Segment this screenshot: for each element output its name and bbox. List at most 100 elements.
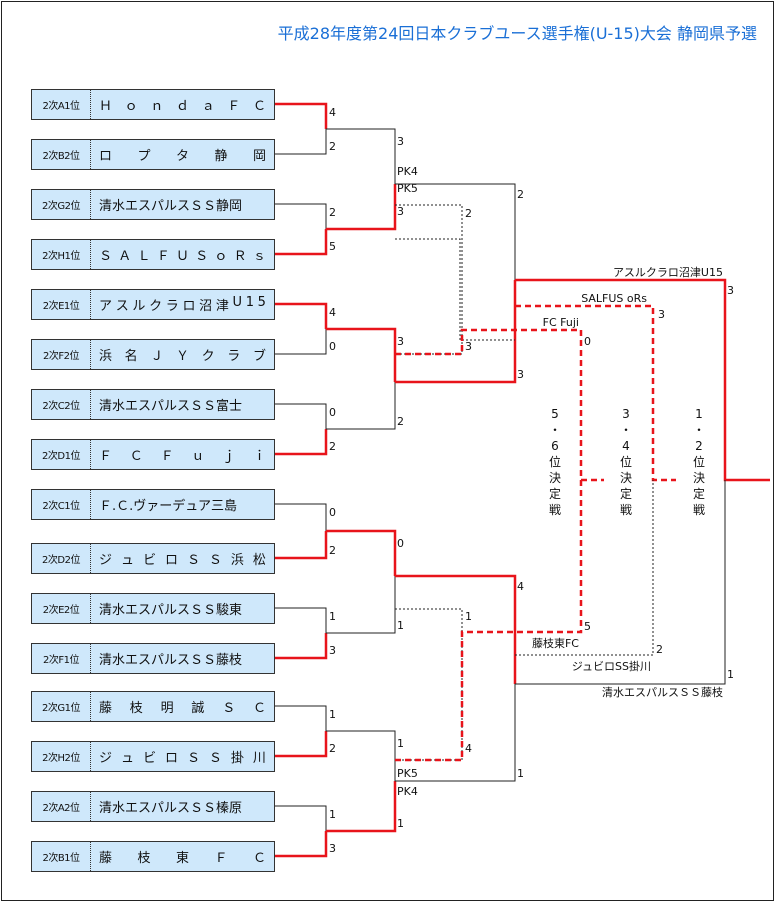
team-name: 清水エスパルスＳＳ富士 [99, 399, 243, 414]
team-seed: 2次G1位 [32, 692, 91, 721]
fifth-team: 藤枝東FC [532, 636, 579, 650]
fifth-line [395, 204, 463, 355]
r1-score: 2 [329, 742, 336, 755]
r3-score: 1 [517, 767, 524, 780]
team-name: Ｆ.Ｃ.ヴァーデュア三島 [99, 499, 238, 514]
r1-score: 2 [329, 140, 336, 153]
r2-line [326, 781, 397, 833]
r1-score: 2 [329, 544, 336, 557]
qf-loser-score: 3 [465, 340, 472, 353]
r1-score: 5 [329, 240, 336, 253]
r1-score: 1 [329, 708, 336, 721]
team-seed: 2次A1位 [32, 90, 91, 119]
team-name: 清水エスパルスＳＳ静岡 [99, 199, 243, 214]
team-row: 2次F1位清水エスパルスＳＳ藤枝 [31, 643, 275, 674]
r1-score: 0 [329, 406, 336, 419]
r2-line [326, 184, 397, 231]
team-seed: 2次G2位 [32, 190, 91, 219]
r1-score: 0 [329, 340, 336, 353]
fifth-score: 0 [584, 335, 591, 348]
fifth-score: 5 [584, 620, 591, 633]
r1-score: 1 [329, 808, 336, 821]
team-seed: 2次C2位 [32, 390, 91, 419]
r1-line [275, 831, 328, 858]
team-seed: 2次F2位 [32, 340, 91, 369]
r1-line [275, 429, 328, 456]
team-seed: 2次D1位 [32, 440, 91, 469]
team-seed: 2次B1位 [32, 842, 91, 871]
r1-score: 1 [329, 610, 336, 623]
r2-line [326, 529, 397, 576]
pk-score: PK4 [397, 785, 418, 798]
team-seed: 2次D2位 [32, 544, 91, 573]
team-row: 2次G2位清水エスパルスＳＳ静岡 [31, 189, 275, 220]
r1-line [275, 705, 327, 731]
final-score: 3 [727, 284, 734, 297]
team-seed: 2次F1位 [32, 644, 91, 673]
third-team: ジュビロSS掛川 [572, 659, 651, 673]
r1-line [275, 229, 328, 256]
r1-line [275, 607, 327, 633]
team-name: 清水エスパルスＳＳ駿東 [99, 603, 243, 618]
r1-line [275, 129, 327, 155]
r3-line [395, 684, 516, 782]
pk-score: PK5 [397, 767, 418, 780]
team-seed: 2次E1位 [32, 290, 91, 319]
r2-line [326, 730, 396, 781]
pk-score: PK4 [397, 165, 418, 178]
r1-line [275, 531, 328, 560]
r2-line [326, 327, 397, 382]
r1-line [275, 203, 327, 229]
final-line [515, 278, 770, 482]
fifth-line [395, 480, 583, 762]
third-score: 2 [656, 643, 663, 656]
r1-line [275, 403, 327, 429]
r1-score: 0 [329, 506, 336, 519]
r2-score: 0 [397, 537, 404, 550]
team-seed: 2次H2位 [32, 742, 91, 771]
team-name: 清水エスパルスＳＳ藤枝 [99, 653, 243, 668]
r1-line [275, 329, 327, 355]
third-score: 3 [658, 308, 665, 321]
r1-score: 3 [329, 842, 336, 855]
page-title: 平成28年度第24回日本クラブユース選手権(U-15)大会 静岡県予選 [277, 24, 757, 43]
r1-score: 3 [329, 644, 336, 657]
r1-line [275, 633, 328, 660]
fifth-line [395, 328, 604, 482]
r2-score: 1 [397, 737, 404, 750]
r1-line [275, 102, 328, 129]
qf-loser-score: 1 [465, 610, 472, 623]
team-row: 2次A2位清水エスパルスＳＳ榛原 [31, 791, 275, 822]
pk-score: PK5 [397, 182, 418, 195]
team-seed: 2次E2位 [32, 594, 91, 623]
final-team: アスルクラロ沼津U15 [613, 265, 723, 279]
third-team: SALFUS oRs [581, 292, 647, 305]
r3-score: 2 [517, 188, 524, 201]
r2-score: 2 [397, 415, 404, 428]
r3-line [395, 183, 516, 280]
r1-score: 2 [329, 440, 336, 453]
final-score: 1 [727, 668, 734, 681]
team-seed: 2次A2位 [32, 792, 91, 821]
r3-score: 4 [517, 580, 524, 593]
r1-line [275, 805, 327, 831]
r3-line [395, 280, 517, 384]
